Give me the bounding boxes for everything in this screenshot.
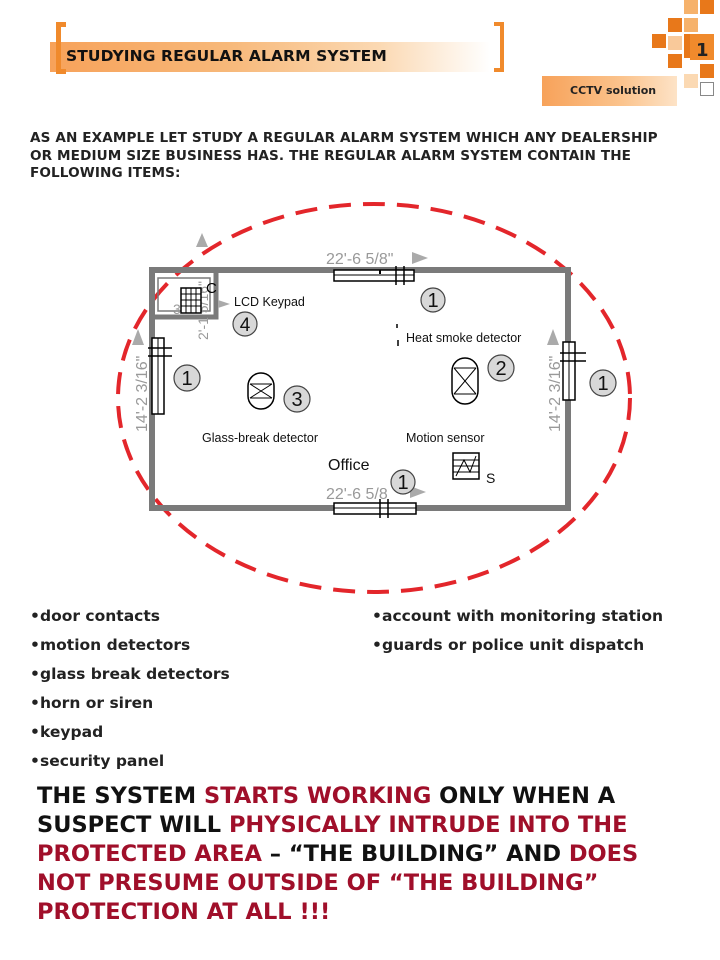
page-number: 1 (696, 40, 709, 61)
dimension-arrow-icon (196, 233, 208, 247)
heat-smoke-detector-icon (451, 357, 479, 405)
section-label: CCTV solution (570, 84, 657, 97)
keypad-icon (180, 287, 202, 314)
list-item: •horn or siren (30, 694, 154, 712)
list-item: •guards or police unit dispatch (372, 636, 645, 654)
label-glass-break: Glass-break detector (202, 431, 318, 445)
list-item: •keypad (30, 723, 104, 741)
protected-area-ellipse (116, 202, 632, 594)
dimension-arrow-icon (547, 329, 559, 345)
door-left (148, 337, 172, 415)
list-item: •security panel (30, 752, 165, 770)
dim-top: 22'-6 5/8" (326, 251, 393, 268)
section-banner (542, 76, 677, 106)
label-heat-smoke: Heat smoke detector (406, 331, 521, 345)
marker-2: 2 (487, 354, 515, 382)
svg-text:1: 1 (397, 472, 408, 494)
marker-1-right: 1 (589, 369, 617, 397)
dimension-arrow-icon (410, 486, 426, 498)
items-list-right: •account with monitoring station •guards… (372, 606, 663, 664)
title-banner (50, 42, 490, 72)
closet-label: C (206, 280, 217, 297)
marker-1-top: 1 (420, 287, 446, 313)
dim-right: 14'-2 3/16" (547, 356, 564, 432)
items-list-left: •door contacts •motion detectors •glass … (30, 606, 230, 780)
door-top (333, 266, 415, 285)
closet-walls (152, 273, 219, 320)
svg-text:1: 1 (427, 290, 438, 312)
list-item: •motion detectors (30, 636, 191, 654)
label-motion-sensor: Motion sensor (406, 431, 485, 445)
marker-1-bottom: 1 (390, 469, 416, 495)
right-bracket-decoration (494, 22, 504, 72)
left-bracket-decoration (56, 22, 66, 74)
marker-3: 3 (283, 385, 311, 413)
dimension-arrow-icon (132, 329, 144, 345)
page-title: STUDYING REGULAR ALARM SYSTEM (66, 47, 387, 65)
svg-text:3: 3 (291, 389, 302, 411)
conclusion-statement: THE SYSTEM STARTS WORKING ONLY WHEN A SU… (37, 783, 639, 925)
marker-1-left: 1 (173, 364, 201, 392)
svg-text:2: 2 (495, 358, 506, 380)
label-lcd-keypad: LCD Keypad (234, 295, 305, 309)
dimension-arrow-icon (412, 252, 428, 264)
svg-text:4: 4 (240, 315, 251, 336)
motion-sensor-icon (452, 452, 480, 480)
list-item: •glass break detectors (30, 665, 230, 683)
door-bottom (333, 499, 417, 518)
svg-text:1: 1 (181, 368, 192, 390)
dim-left: 14'-2 3/16" (134, 356, 151, 432)
sensor-label: S (486, 470, 495, 486)
list-item: •door contacts (30, 607, 160, 625)
list-item: •account with monitoring station (372, 607, 664, 625)
intro-paragraph: AS AN EXAMPLE LET STUDY A REGULAR ALARM … (30, 130, 658, 181)
dimension-arrow-icon (218, 300, 230, 308)
marker-4: 4 (232, 311, 258, 337)
floor-plan-diagram: 22'-6 5/8" 22'-6 5/8 14'-2 3/16" 14'-2 3… (116, 202, 632, 594)
svg-text:1: 1 (597, 373, 608, 395)
room-label: Office (328, 457, 370, 474)
glass-break-detector-icon (247, 372, 275, 410)
closet-dim-horizontal: 3' (173, 301, 183, 317)
door-right (560, 341, 586, 401)
dim-bottom: 22'-6 5/8 (326, 486, 388, 503)
